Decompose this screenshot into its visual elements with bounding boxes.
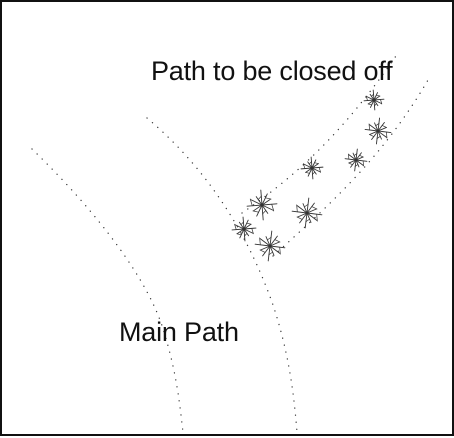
tree-group [232,90,391,261]
tree-icon [292,198,322,228]
closed-path-label: Path to be closed off [151,58,392,85]
main-path-left-edge [32,149,183,432]
tree-icon [255,231,285,261]
closed-path-lower-edge [273,80,428,256]
tree-icon [364,90,384,110]
tree-icon [301,157,323,179]
tree-icon [232,217,256,241]
main-path-right-edge [147,118,297,432]
main-path-label: Main Path [119,319,239,346]
tree-icon [345,149,367,171]
tree-icon [247,190,277,220]
